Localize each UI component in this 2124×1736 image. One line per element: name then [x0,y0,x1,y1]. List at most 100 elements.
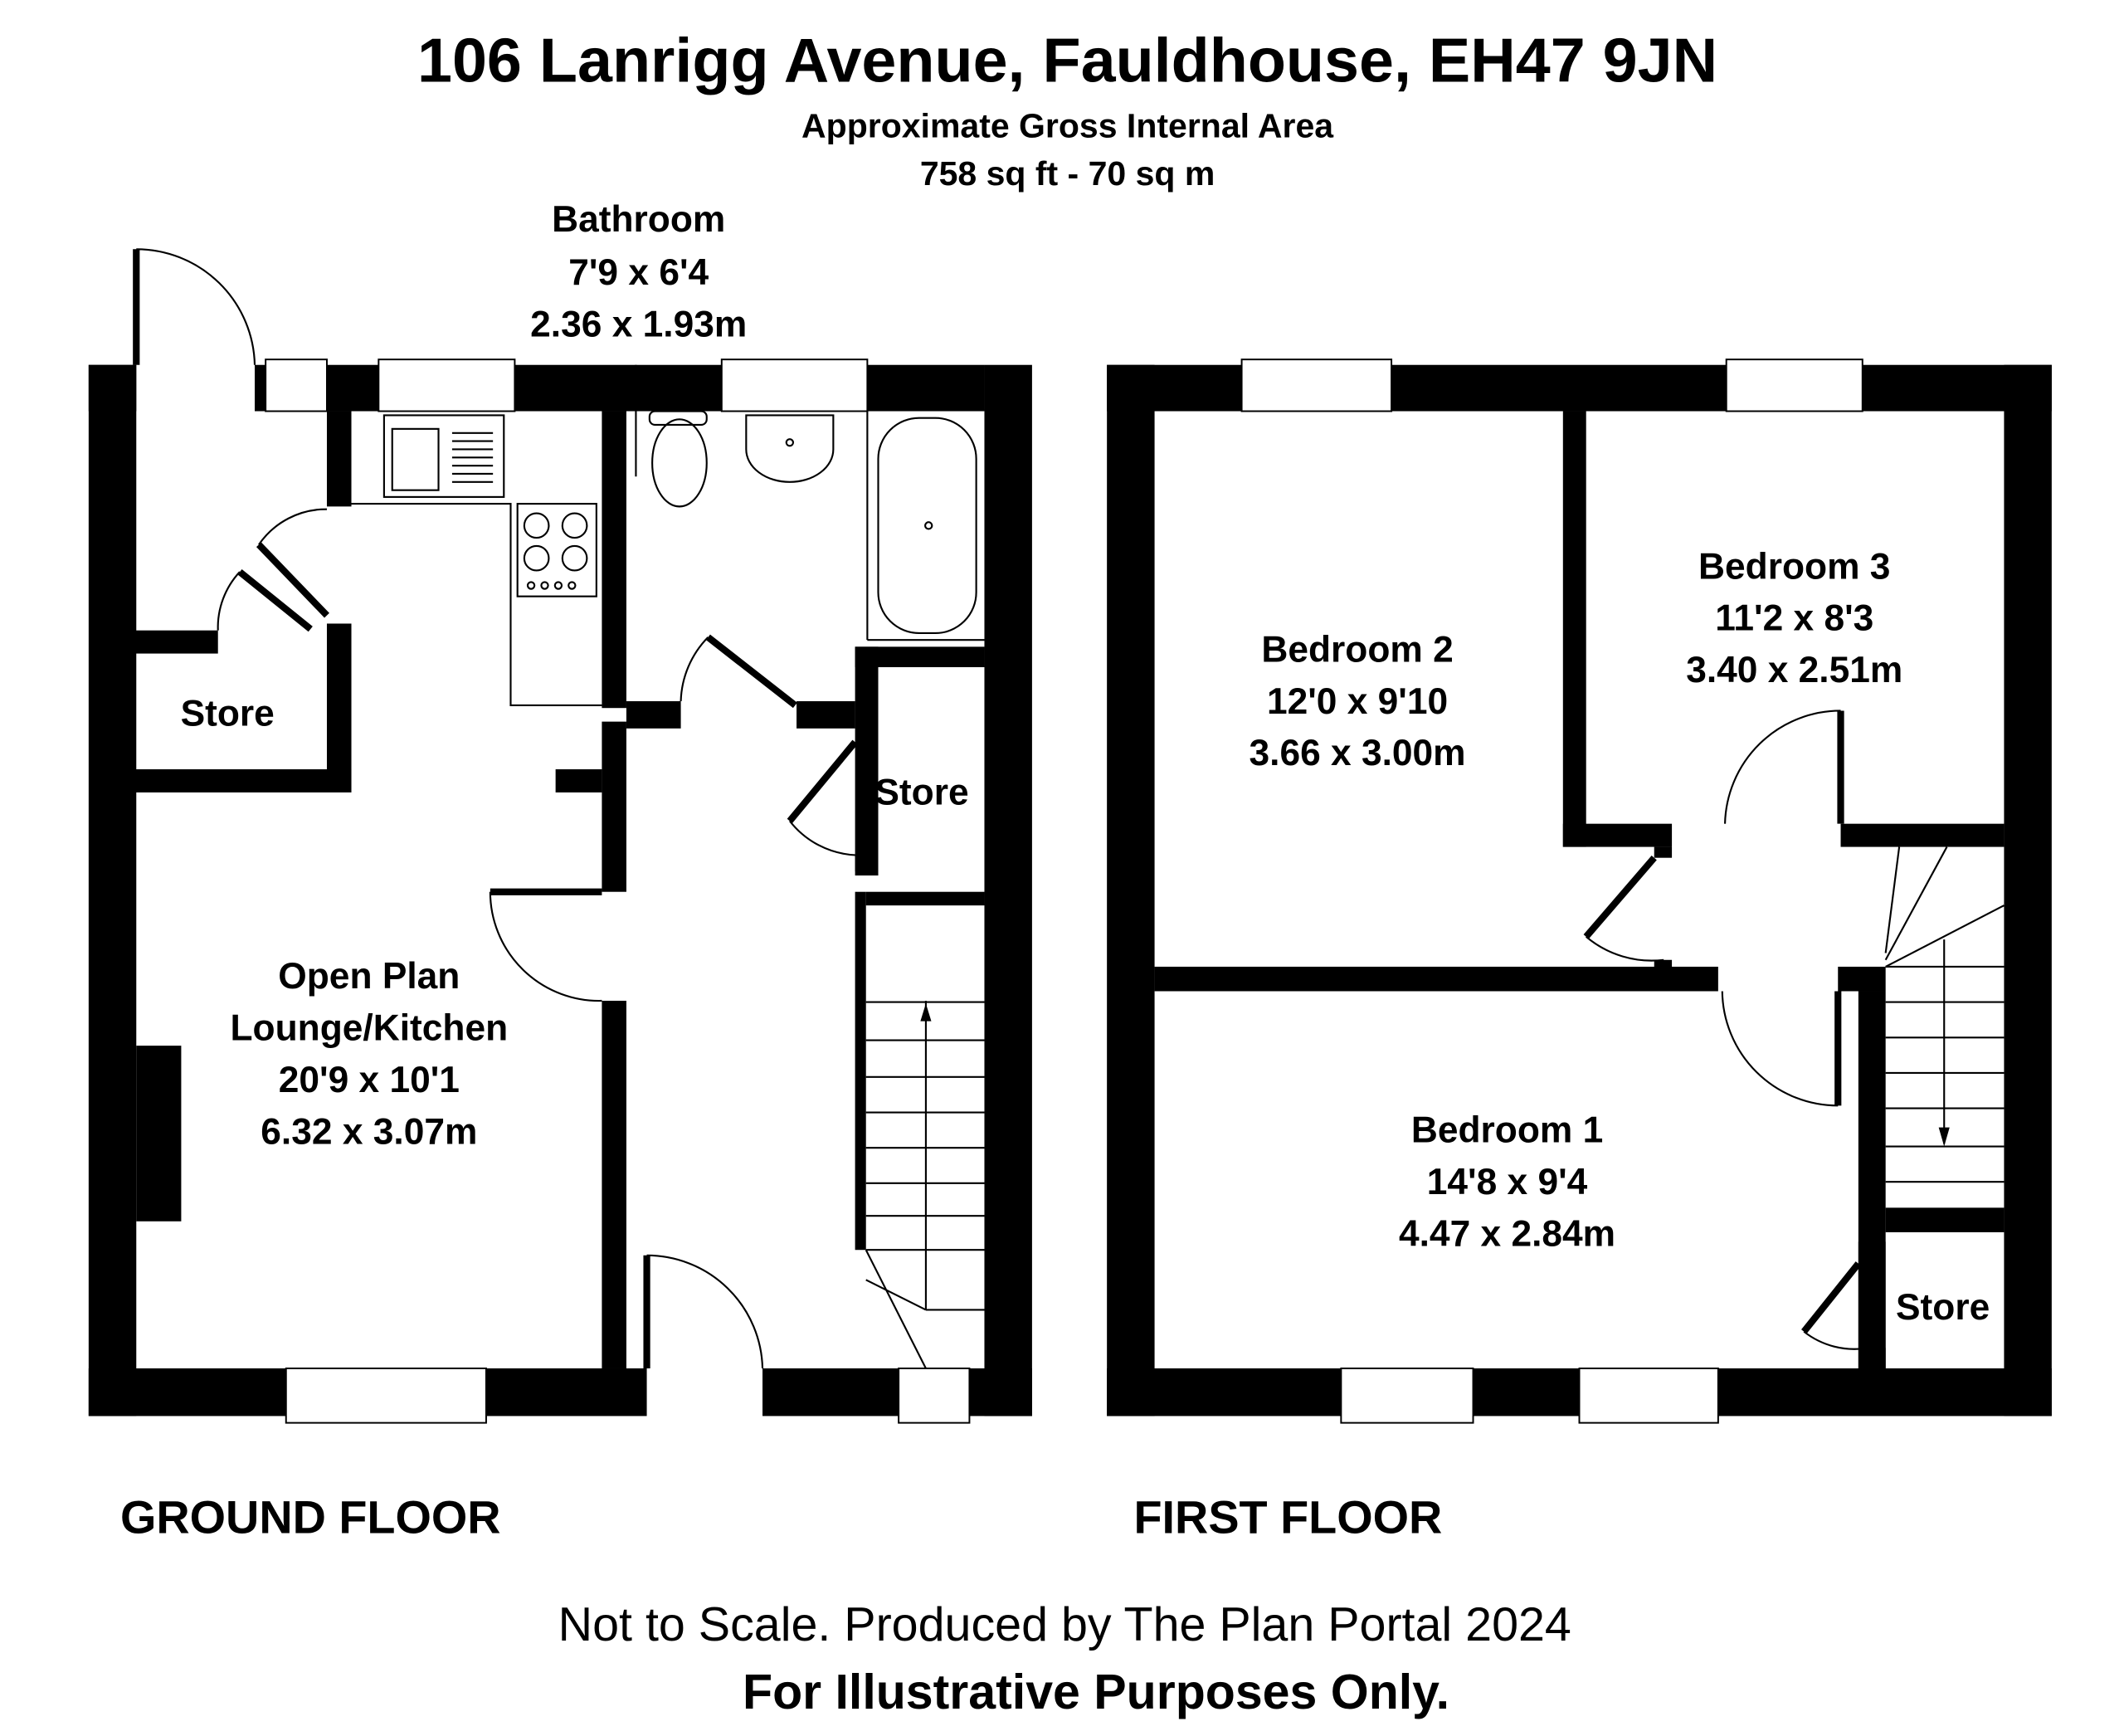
wall [133,769,352,792]
room-dimensions-imperial: 7'9 x 6'4 [568,252,709,293]
chimney-breast [136,1046,182,1222]
wall [602,721,626,892]
sink-icon [382,414,505,498]
room-dimensions-metric: 3.40 x 2.51m [1686,650,1902,690]
window [378,358,516,412]
wall [855,891,866,1251]
window [1240,358,1393,412]
staircase [865,1000,985,1369]
wall [1838,966,1886,992]
door-swing [646,1254,764,1369]
door [1801,1261,1862,1334]
wall [984,364,1032,1417]
door [237,568,313,632]
wall [626,701,681,729]
room-name: Store [1896,1287,1990,1328]
staircase [1884,846,2005,1183]
door-swing [1586,936,1664,962]
wall [1107,364,1155,1417]
room-dimensions-imperial: 12'0 x 9'10 [1267,681,1448,722]
wall [255,364,985,412]
room-name: Lounge/Kitchen [231,1008,509,1049]
first-floor-plan: Bedroom 2 12'0 x 9'10 3.66 x 3.00m Bedro… [1107,358,2052,1543]
room-dimensions-imperial: 14'8 x 9'4 [1427,1162,1588,1202]
room-name: Bedroom 1 [1411,1110,1603,1151]
room-dimensions-imperial: 20'9 x 10'1 [279,1060,460,1100]
door-swing [1803,1330,1868,1350]
window [265,358,328,412]
wall [326,411,352,507]
wall [602,411,626,709]
door-swing [680,636,709,702]
wall [1562,823,1673,847]
window [1340,1368,1474,1424]
room-dimensions-metric: 6.32 x 3.07m [261,1111,477,1152]
wall [1840,823,2005,847]
store-door-opening [1858,1241,1886,1368]
room-name: Store [181,694,275,734]
bath-drain [924,521,933,530]
area-value: 758 sq ft - 70 sq m [920,154,1215,193]
wall [855,855,879,876]
door [1583,856,1657,939]
toilet-icon [651,418,708,508]
wall [855,646,879,872]
window [1578,1368,1719,1424]
floor-label: FIRST FLOOR [1133,1492,1442,1543]
wall [1654,959,1673,974]
wall [1154,966,1718,992]
page-title: 106 Lanrigg Avenue, Fauldhouse, EH47 9JN [417,25,1717,95]
wall [555,769,602,792]
wall [796,701,855,729]
room-dimensions-metric: 4.47 x 2.84m [1399,1213,1615,1254]
ground-floor-plan: Bathroom 7'9 x 6'4 2.36 x 1.93m Store St… [88,199,1032,1543]
room-name: Store [874,773,968,813]
wall [602,1000,626,1368]
room-name: Open Plan [278,956,460,997]
bath-icon [877,417,977,635]
scale-note: Not to Scale. Produced by The Plan Porta… [558,1598,1571,1651]
wall [88,364,137,412]
room-dimensions-metric: 3.66 x 3.00m [1250,733,1466,773]
area-label: Approximate Gross Internal Area [801,107,1334,145]
wall [1562,411,1586,847]
room-dimensions-imperial: 11'2 x 8'3 [1715,598,1873,639]
door-swing [258,508,327,545]
stairs-arrow-icon [920,1003,932,1022]
window [1725,358,1863,412]
basin-icon [745,414,835,483]
wall [1885,1207,2005,1232]
window [720,358,869,412]
kitchen-worktop [351,503,602,706]
door-swing [136,248,256,365]
window [285,1368,487,1424]
floor-label: GROUND FLOOR [120,1492,501,1543]
room-name: Bedroom 2 [1261,629,1453,670]
wall [326,623,352,790]
door-swing [1721,991,1839,1107]
basin-drain [785,438,795,447]
wall [2004,364,2052,1417]
door [256,542,329,618]
room-name: Bathroom [552,199,725,240]
wall [1654,846,1673,858]
hob-icon [516,503,597,597]
door-swing [217,571,241,631]
door-swing [489,891,602,1002]
wall [88,364,137,1417]
wall [762,1368,1032,1417]
room-name: Bedroom 3 [1698,546,1890,587]
toilet-cistern [648,410,708,426]
drainer [451,432,494,483]
wall [855,646,985,667]
door-swing [1723,710,1841,824]
sink-bowl [391,427,440,491]
disclaimer: For Illustrative Purposes Only. [743,1665,1449,1719]
wall [133,630,218,654]
stairs-arrow-icon [1938,1127,1950,1147]
wall [1868,1348,1886,1368]
door [705,634,797,709]
door-swing [789,820,855,856]
wall [865,891,985,906]
